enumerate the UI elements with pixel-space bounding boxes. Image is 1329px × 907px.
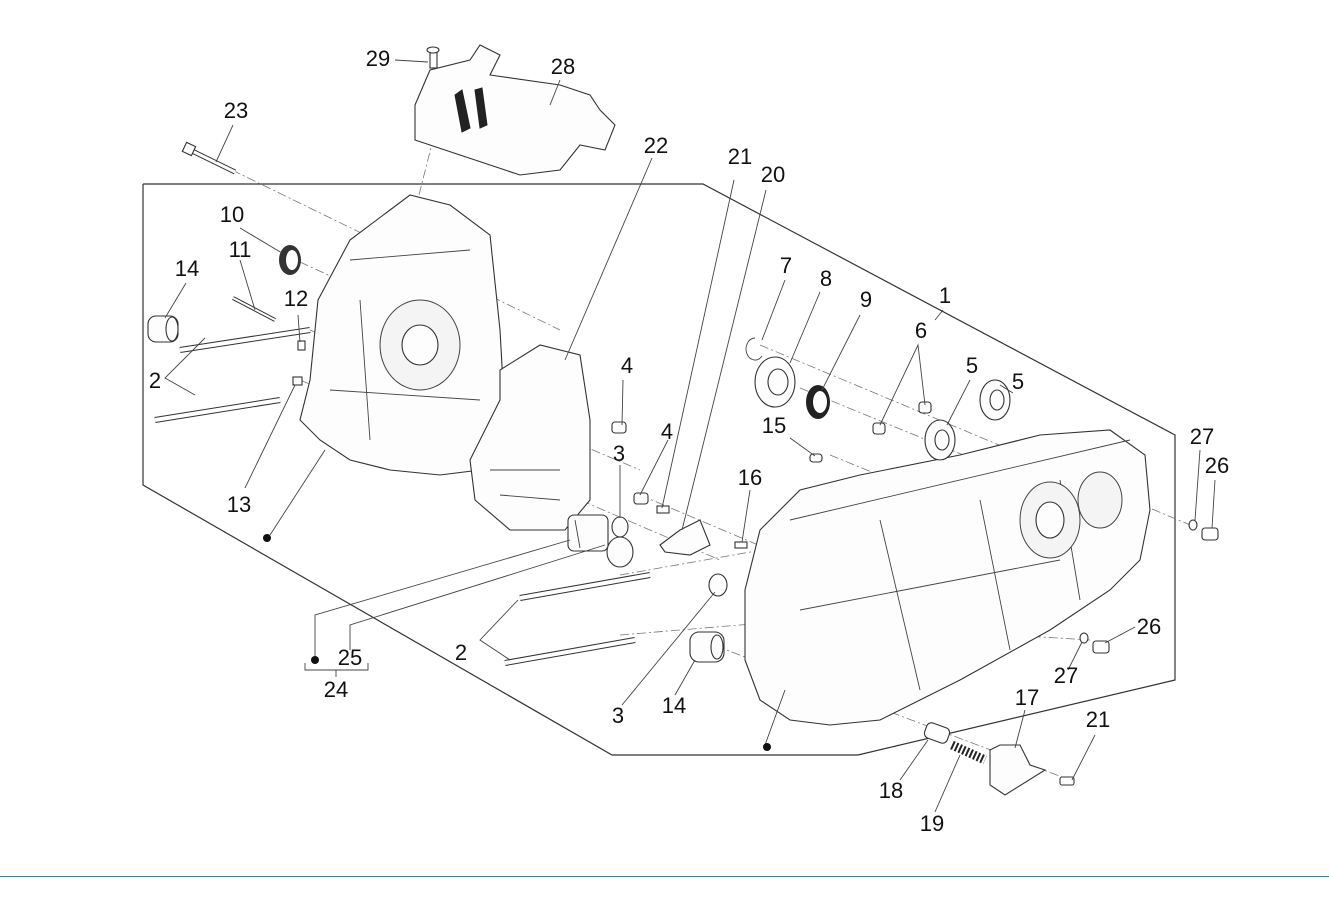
callout-17[interactable]: 17: [1014, 685, 1040, 710]
part-5-bearing-b: [979, 379, 1011, 421]
callout-11[interactable]: 11: [228, 237, 252, 262]
callout-26-upper[interactable]: 26: [1204, 453, 1230, 478]
part-23-bolt: [181, 141, 237, 175]
left-crankcase-half: [299, 194, 506, 476]
callout-18[interactable]: 18: [878, 778, 904, 803]
part-4-dowel-a: [611, 421, 627, 434]
part-27-washer-b: [1079, 632, 1089, 644]
part-22-gasket: [469, 344, 591, 531]
callout-3-upper[interactable]: 3: [612, 441, 626, 466]
callout-5-b[interactable]: 5: [1011, 369, 1025, 394]
part-29-screw: [426, 46, 440, 69]
part-18-piston: [923, 722, 951, 744]
callout-24[interactable]: 24: [323, 677, 349, 702]
callout-22[interactable]: 22: [643, 133, 669, 158]
callout-7[interactable]: 7: [779, 253, 793, 278]
callout-2-left[interactable]: 2: [148, 368, 162, 393]
part-14-bushing-left: [147, 315, 179, 343]
part-3-oring-a: [611, 516, 629, 538]
leader-lines: [164, 59, 1216, 813]
part-13-dowel: [292, 376, 303, 386]
callout-21-upper[interactable]: 21: [727, 144, 753, 169]
part-26-plug-a: [1201, 527, 1219, 541]
part-17-plate: [989, 744, 1047, 796]
bullet-24: [311, 656, 319, 664]
part-28-cover: [414, 44, 616, 176]
bullet-right-half: [763, 743, 771, 751]
callout-15[interactable]: 15: [761, 413, 787, 438]
part-2-studs-left: [154, 327, 311, 423]
callout-19[interactable]: 19: [919, 811, 945, 836]
bottom-divider: [0, 876, 1329, 877]
part-14-bushing-lower: [689, 631, 725, 663]
part-3-oring-c: [708, 573, 728, 597]
part-19-spring: [950, 740, 987, 765]
bullet-left-half: [263, 534, 271, 542]
part-21-screw-a: [656, 505, 670, 514]
part-20-plate: [659, 519, 711, 556]
part-27-washer-a: [1188, 519, 1198, 531]
callout-12[interactable]: 12: [283, 286, 309, 311]
part-4-dowel-b: [633, 492, 649, 505]
callout-25[interactable]: 25: [337, 645, 363, 670]
part-10-oil-seal: [279, 245, 301, 275]
callout-6[interactable]: 6: [914, 318, 928, 343]
callout-23[interactable]: 23: [223, 98, 249, 123]
part-15-plug: [809, 453, 823, 463]
diagram-drawing: [142, 44, 1219, 813]
callout-4-upper[interactable]: 4: [620, 353, 634, 378]
callout-26-lower[interactable]: 26: [1136, 614, 1162, 639]
callout-2-lower[interactable]: 2: [454, 640, 468, 665]
part-12-dowel: [297, 340, 306, 351]
callout-1[interactable]: 1: [938, 283, 952, 308]
callout-5-a[interactable]: 5: [965, 353, 979, 378]
part-8-bearing: [754, 356, 796, 408]
part-25-filter: [567, 514, 609, 552]
callout-21-lower[interactable]: 21: [1085, 707, 1111, 732]
callout-3-lower[interactable]: 3: [611, 703, 625, 728]
callout-14-left[interactable]: 14: [174, 256, 200, 281]
callout-29[interactable]: 29: [365, 46, 391, 71]
right-crankcase-half: [744, 429, 1151, 726]
part-6-dowel-a: [872, 422, 886, 435]
assembly-frame: [142, 183, 1176, 756]
callout-27-upper[interactable]: 27: [1189, 424, 1215, 449]
callout-8[interactable]: 8: [819, 266, 833, 291]
callout-20[interactable]: 20: [760, 162, 786, 187]
callout-4-lower[interactable]: 4: [660, 419, 674, 444]
part-21-screw-b: [1059, 776, 1075, 786]
callout-28[interactable]: 28: [550, 54, 576, 79]
callout-10[interactable]: 10: [219, 202, 245, 227]
part-26-plug-b: [1092, 640, 1110, 654]
part-7-circlip: [745, 337, 763, 361]
part-5-bearing-a: [924, 419, 956, 461]
callout-27-lower[interactable]: 27: [1053, 663, 1079, 688]
callout-13[interactable]: 13: [226, 492, 252, 517]
callout-16[interactable]: 16: [737, 465, 763, 490]
part-3-oring-b: [606, 536, 634, 568]
part-2-studs-lower: [504, 572, 651, 666]
callout-14-lower[interactable]: 14: [661, 693, 687, 718]
exploded-parts-diagram: 1 2 2 3 3 4 4 5 5 6 7 8 9 10 11 12 13 14…: [142, 44, 1230, 836]
callout-9[interactable]: 9: [859, 287, 873, 312]
part-9-oil-seal: [806, 385, 830, 419]
part-16-screw: [734, 541, 748, 549]
